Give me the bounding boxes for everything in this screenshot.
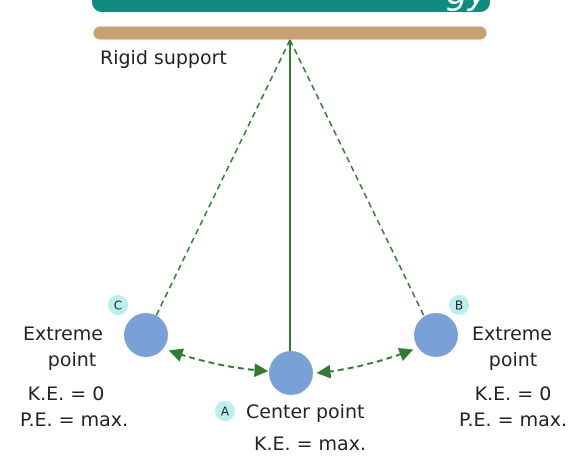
banner-text: gy xyxy=(446,0,489,13)
right-point-name-line2: point xyxy=(489,349,537,371)
left-point-name-line1: Extreme xyxy=(23,323,103,345)
badge-c-text: C xyxy=(114,299,122,313)
right-string-dashed xyxy=(289,39,425,317)
right-pe-label: P.E. = max. xyxy=(459,409,567,431)
right-swing-arrow xyxy=(316,347,414,379)
left-point-name-line2: point xyxy=(48,349,96,371)
banner-background xyxy=(92,0,490,12)
left-swing-arrow xyxy=(168,348,269,378)
badge-a: A xyxy=(215,401,235,421)
title-banner: gy xyxy=(92,0,490,13)
badge-b-text: B xyxy=(455,299,463,313)
left-string-dashed xyxy=(155,39,291,317)
right-ke-label: K.E. = 0 xyxy=(475,383,552,405)
center-ke-label: K.E. = max. xyxy=(254,433,366,455)
badge-a-text: A xyxy=(221,405,230,419)
bob-center xyxy=(269,351,313,395)
left-ke-label: K.E. = 0 xyxy=(28,383,105,405)
badge-c: C xyxy=(108,295,128,315)
bob-right xyxy=(414,313,458,357)
left-pe-label: P.E. = max. xyxy=(20,409,128,431)
support-label: Rigid support xyxy=(100,47,227,69)
center-point-name: Center point xyxy=(246,401,364,423)
right-point-name-line1: Extreme xyxy=(472,323,552,345)
badge-b: B xyxy=(449,295,469,315)
bob-left xyxy=(124,313,168,357)
